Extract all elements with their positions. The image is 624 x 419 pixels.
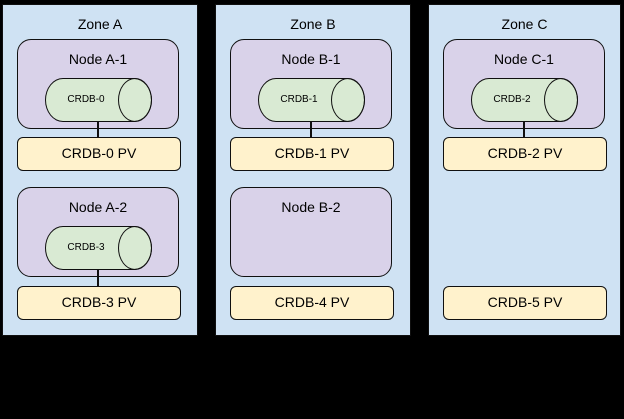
- crdb-pod-cylinder: CRDB-1: [258, 78, 365, 122]
- cylinder-cap: [544, 78, 578, 122]
- node-a-1: Node A-1 CRDB-0: [17, 39, 179, 129]
- crdb-pod-cylinder: CRDB-0: [45, 78, 152, 122]
- pod-label: CRDB-0: [67, 94, 105, 105]
- node-title: Node B-2: [281, 199, 341, 215]
- pv-box: CRDB-0 PV: [17, 137, 181, 171]
- node-title: Node C-1: [494, 51, 554, 67]
- zone-b: Zone B Node B-1 CRDB-1 CRDB-1 PV Node B-…: [215, 4, 411, 336]
- cylinder-cap: [118, 78, 152, 122]
- pv-box: CRDB-5 PV: [443, 286, 607, 320]
- crdb-pod-cylinder: CRDB-2: [471, 78, 578, 122]
- zone-title: Zone B: [290, 16, 336, 32]
- pv-box: CRDB-2 PV: [443, 137, 607, 171]
- pod-pv-connector-line: [97, 269, 99, 286]
- zone-title: Zone C: [501, 16, 548, 32]
- pv-box: CRDB-3 PV: [17, 286, 181, 320]
- node-b-2: Node B-2: [230, 187, 392, 277]
- pod-pv-connector-line: [97, 121, 99, 137]
- pod-pv-connector-line: [310, 121, 312, 137]
- crdb-pod-cylinder: CRDB-3: [45, 226, 152, 270]
- zone-title: Zone A: [77, 16, 123, 32]
- node-title: Node A-1: [68, 51, 128, 67]
- pod-label: CRDB-1: [280, 94, 318, 105]
- zone-a: Zone A Node A-1 CRDB-0 CRDB-0 PV Node A-…: [2, 4, 198, 336]
- pv-box: CRDB-1 PV: [230, 137, 394, 171]
- node-b-1: Node B-1 CRDB-1: [230, 39, 392, 129]
- zone-c: Zone C Node C-1 CRDB-2 CRDB-2 PV CRDB-5 …: [428, 4, 621, 336]
- cylinder-cap: [331, 78, 365, 122]
- cylinder-cap: [118, 226, 152, 270]
- node-title: Node A-2: [68, 199, 128, 215]
- pod-pv-connector-line: [523, 121, 525, 137]
- node-a-2: Node A-2 CRDB-3: [17, 187, 179, 277]
- node-c-1: Node C-1 CRDB-2: [443, 39, 605, 129]
- pv-box: CRDB-4 PV: [230, 286, 394, 320]
- node-title: Node B-1: [281, 51, 341, 67]
- pod-label: CRDB-2: [493, 94, 531, 105]
- pod-label: CRDB-3: [67, 242, 105, 253]
